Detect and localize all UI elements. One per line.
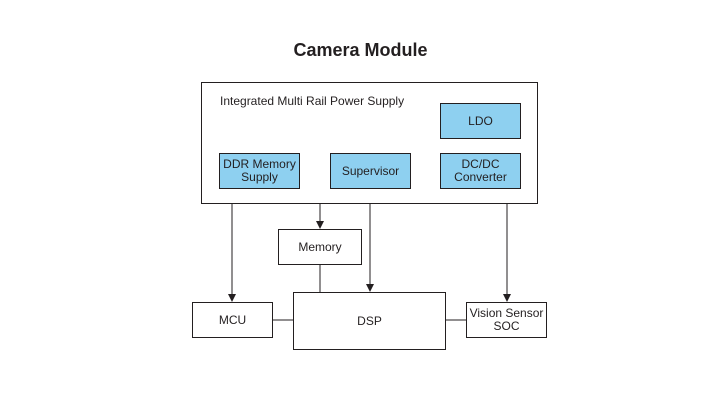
supervisor-block: Supervisor — [330, 153, 411, 189]
memory-block: Memory — [278, 229, 362, 265]
ldo-label: LDO — [468, 113, 493, 128]
memory-label: Memory — [298, 239, 342, 254]
diagram-title: Camera Module — [293, 40, 428, 60]
mcu-label: MCU — [218, 312, 247, 327]
dc-dc-converter-label: DC/DC Converter — [454, 157, 507, 184]
vision-sensor-soc-block: Vision Sensor SOC — [466, 302, 547, 338]
dc-dc-converter-block: DC/DC Converter — [440, 153, 521, 189]
power-supply-label: Integrated Multi Rail Power Supply — [220, 94, 405, 108]
dsp-block: DSP — [293, 292, 446, 350]
ldo-block: LDO — [440, 103, 521, 139]
ddr-memory-supply-label: DDR Memory Supply — [223, 157, 296, 184]
vision-sensor-soc-label: Vision Sensor SOC — [469, 306, 544, 333]
mcu-block: MCU — [192, 302, 273, 338]
dsp-label: DSP — [357, 313, 382, 328]
supervisor-label: Supervisor — [341, 163, 400, 178]
ddr-memory-supply-block: DDR Memory Supply — [219, 153, 300, 189]
